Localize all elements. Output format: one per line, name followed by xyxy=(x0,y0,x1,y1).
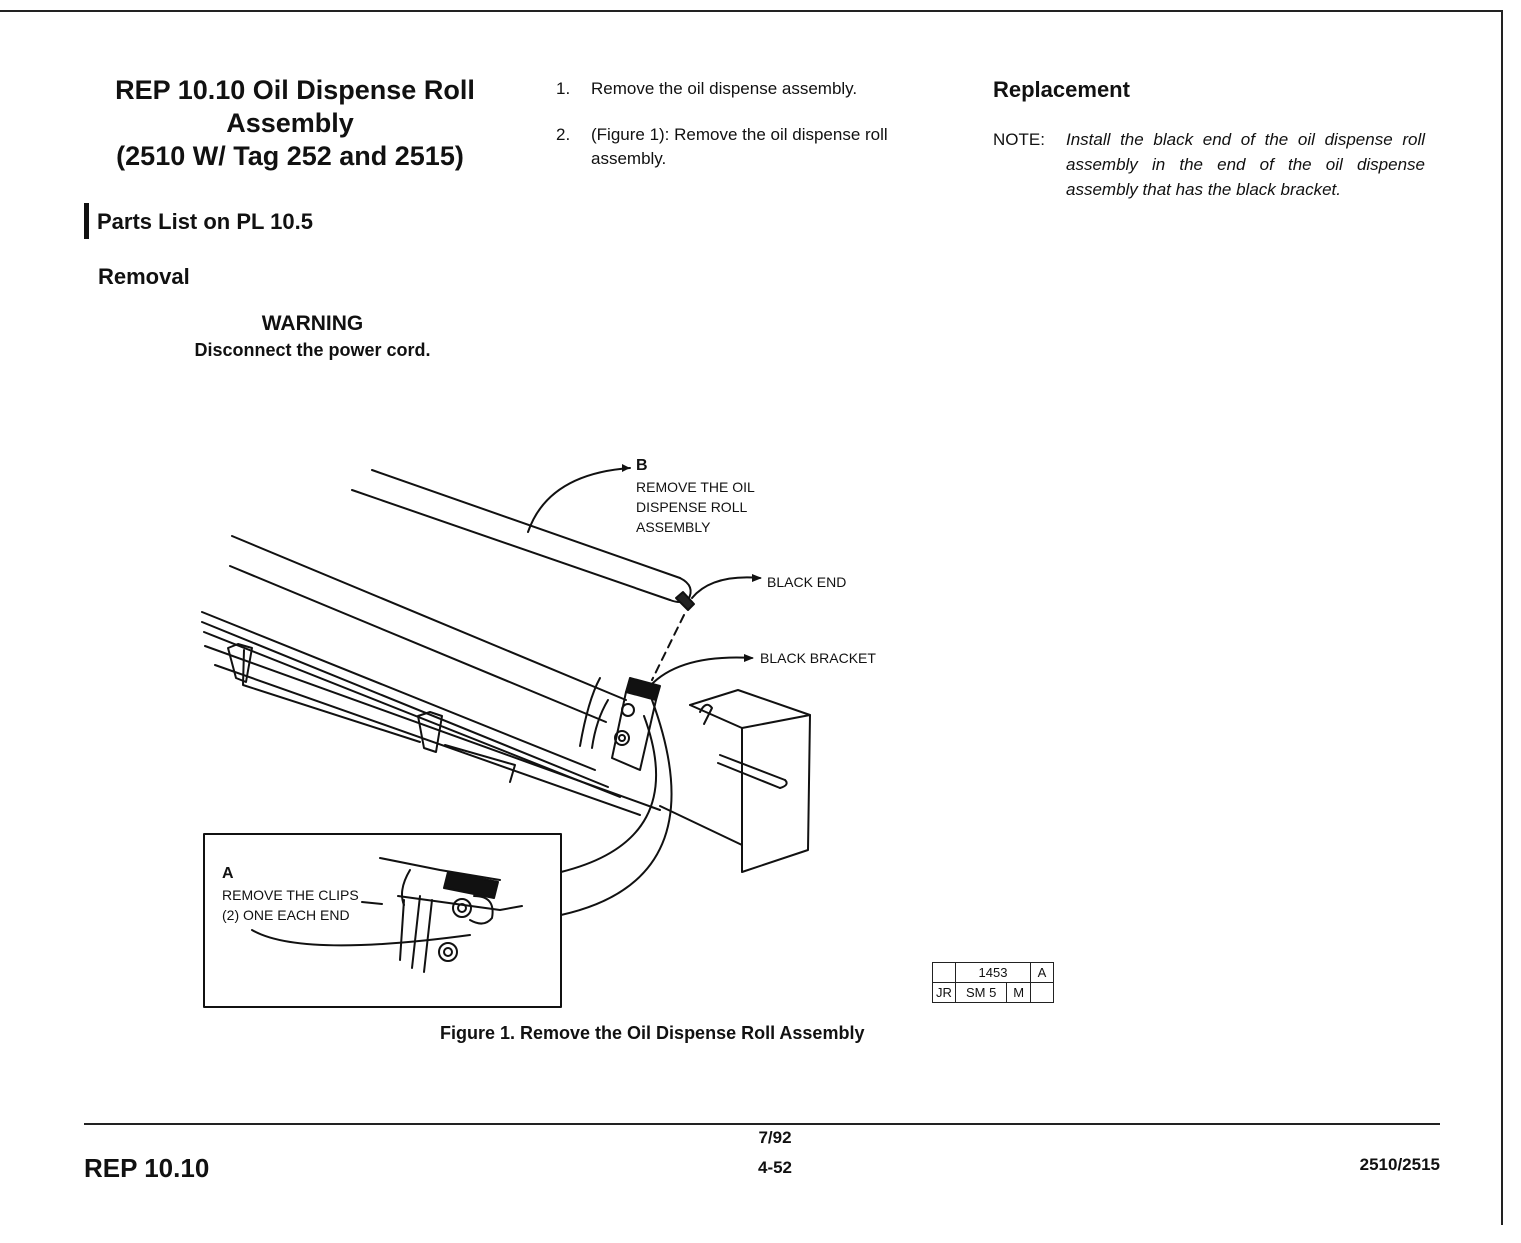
callout-b-line-1: REMOVE THE OIL xyxy=(636,479,755,495)
assembly-line-5 xyxy=(203,631,621,798)
warning-text: Disconnect the power cord. xyxy=(194,340,431,360)
warning-title: WARNING xyxy=(261,312,364,335)
black-end-label: BLACK END xyxy=(767,574,846,590)
footer-section-id: REP 10.10 xyxy=(84,1153,210,1183)
leader-a xyxy=(251,929,471,947)
callout-b-letter: B xyxy=(636,457,648,474)
change-bar xyxy=(84,203,89,239)
stamp-empty-cell xyxy=(932,962,956,983)
shaft-end xyxy=(779,779,788,789)
stamp-cell-2: SM 5 xyxy=(954,982,1008,1003)
inner-roll-curve xyxy=(579,677,601,747)
step-number: 2. xyxy=(556,125,571,144)
inner-roll-curve-2 xyxy=(591,699,609,749)
parts-list-heading: Parts List on PL 10.5 xyxy=(84,203,314,241)
inset-top-line xyxy=(379,857,501,881)
stamp-cell-4 xyxy=(1030,982,1054,1003)
top-border xyxy=(0,10,1501,12)
drawing-stamp: 1453 A JR SM 5 M xyxy=(932,962,1054,1003)
shaft-bottom xyxy=(717,762,781,789)
replacement-note: NOTE: Install the black end of the oil d… xyxy=(993,127,1425,202)
bracket-screw-inner xyxy=(618,734,626,742)
end-block-lower xyxy=(659,805,743,846)
assembly-line-3 xyxy=(201,611,596,771)
inset-screw-inner xyxy=(443,947,453,957)
magnify-curve-2 xyxy=(560,699,673,916)
arrow-black-bracket xyxy=(744,654,754,662)
footer-page-number: 4-52 xyxy=(757,1158,793,1177)
step-text: Remove the oil dispense assembly. xyxy=(591,79,858,98)
leader-a-tick xyxy=(361,901,383,905)
inset-screw xyxy=(438,942,458,962)
callout-a-letter: A xyxy=(222,865,234,882)
shaft-top xyxy=(719,754,786,781)
roll-top-edge xyxy=(371,469,681,579)
inset-post-1 xyxy=(411,895,421,969)
bracket-clip xyxy=(621,703,635,717)
inset-rail xyxy=(397,895,523,911)
alignment-dashed-line xyxy=(651,614,685,681)
step-1: 1. Remove the oil dispense assembly. xyxy=(556,77,956,101)
black-end-plug xyxy=(675,591,695,611)
inset-post-3 xyxy=(399,899,405,961)
title-line-2: Assembly xyxy=(226,108,354,138)
replacement-heading: Replacement xyxy=(993,77,1130,102)
removal-heading: Removal xyxy=(98,264,190,289)
lower-panel-edge xyxy=(242,649,421,743)
lower-panel-edge-2 xyxy=(444,744,516,783)
body-clip-2 xyxy=(417,711,443,753)
stamp-cell-1: JR xyxy=(932,982,956,1003)
right-border xyxy=(1501,10,1503,1225)
callout-a-line-2: (2) ONE EACH END xyxy=(222,907,350,923)
arrow-b xyxy=(622,464,630,472)
step-number: 1. xyxy=(556,79,571,98)
assembly-line-7 xyxy=(214,664,641,816)
assembly-line-6 xyxy=(204,645,661,811)
bracket-side xyxy=(611,691,657,771)
roll-bottom-edge xyxy=(351,489,671,601)
stamp-cell-3: M xyxy=(1006,982,1031,1003)
inset-clip xyxy=(452,898,472,918)
step-text: (Figure 1): Remove the oil dispense roll… xyxy=(591,125,888,168)
removal-steps: 1. Remove the oil dispense assembly. 2. … xyxy=(556,77,956,193)
inset-clip-inner xyxy=(457,903,467,913)
page-title: REP 10.10 Oil Dispense Roll Assembly (25… xyxy=(90,74,490,173)
leader-black-bracket xyxy=(649,656,753,687)
assembly-line-1 xyxy=(231,535,627,701)
title-line-3: (2510 W/ Tag 252 and 2515) xyxy=(116,141,464,171)
magnify-curve-1 xyxy=(560,715,658,873)
arrow-black-end xyxy=(752,574,762,582)
detail-inset-box xyxy=(203,833,562,1008)
inset-post-2 xyxy=(423,899,433,973)
callout-b-line-2: DISPENSE ROLL xyxy=(636,499,747,515)
leader-black-end xyxy=(691,576,761,599)
footer-rule xyxy=(84,1123,1440,1125)
inset-clip-wire xyxy=(469,895,494,925)
note-text: Install the black end of the oil dispens… xyxy=(1066,130,1425,199)
body-clip-1 xyxy=(227,643,253,683)
assembly-line-2 xyxy=(229,565,607,723)
callout-b-line-3: ASSEMBLY xyxy=(636,519,711,535)
end-block-outline xyxy=(689,689,811,873)
footer-model: 2510/2515 xyxy=(1359,1155,1440,1174)
note-label: NOTE: xyxy=(993,130,1045,149)
callout-a-line-1: REMOVE THE CLIPS xyxy=(222,887,359,903)
figure-caption: Figure 1. Remove the Oil Dispense Roll A… xyxy=(440,1023,865,1043)
title-line-1: REP 10.10 Oil Dispense Roll xyxy=(115,75,475,105)
black-bracket-label: BLACK BRACKET xyxy=(760,650,876,666)
shaft-clip xyxy=(699,703,713,725)
footer-date: 7/92 xyxy=(758,1128,792,1147)
assembly-line-4 xyxy=(201,621,609,788)
stamp-rev: A xyxy=(1030,962,1054,983)
leader-b xyxy=(527,467,631,533)
parts-list-text: Parts List on PL 10.5 xyxy=(97,208,314,234)
bracket-screw xyxy=(614,730,630,746)
stamp-number: 1453 xyxy=(955,962,1031,983)
inset-black-bracket xyxy=(443,871,499,899)
step-2: 2. (Figure 1): Remove the oil dispense r… xyxy=(556,123,956,171)
